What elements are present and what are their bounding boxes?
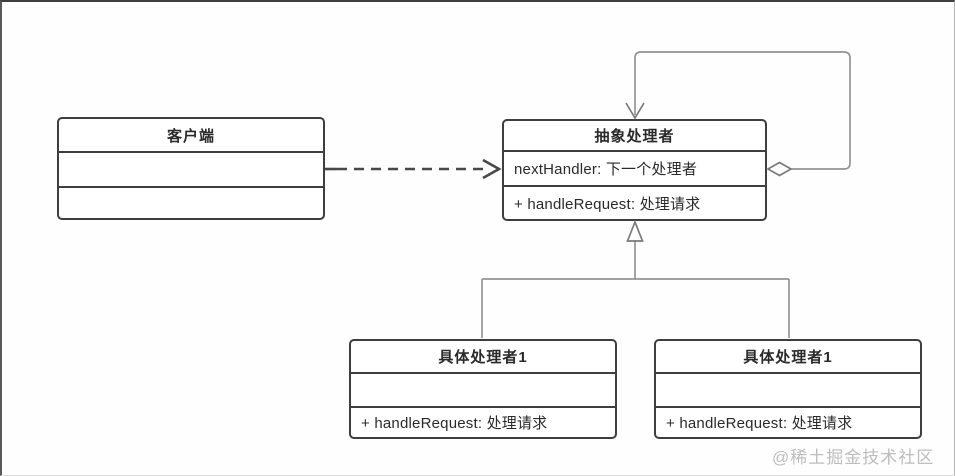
class-attributes-concrete-1-empty xyxy=(351,374,615,408)
class-title-concrete-handler-2: 具体处理者1 xyxy=(656,341,920,374)
open-arrowhead-down-icon xyxy=(625,102,645,120)
open-arrowhead-right-icon xyxy=(482,158,502,180)
dependency-arrow xyxy=(325,158,502,180)
class-box-client: 客户端 xyxy=(57,117,325,220)
class-attributes-client-empty xyxy=(59,153,323,188)
class-method-handle-request-1: + handleRequest: 处理请求 xyxy=(361,415,548,432)
class-box-abstract-handler: 抽象处理者 nextHandler: 下一个处理者 + handleReques… xyxy=(502,119,767,221)
class-method-handle-request-2: + handleRequest: 处理请求 xyxy=(666,415,853,432)
inheritance-connector xyxy=(481,219,790,338)
class-methods-client-empty xyxy=(59,188,323,218)
aggregation-diamond-icon xyxy=(766,161,793,177)
class-title-concrete-handler-1: 具体处理者1 xyxy=(351,341,615,374)
class-attribute-next-handler: nextHandler: 下一个处理者 xyxy=(504,152,765,187)
watermark-text: @稀土掘金技术社区 xyxy=(772,448,935,467)
class-title-client: 客户端 xyxy=(59,119,323,153)
class-title-abstract-handler: 抽象处理者 xyxy=(504,121,765,152)
class-box-concrete-handler-1: 具体处理者1 + handleRequest: 处理请求 xyxy=(349,339,617,439)
class-box-concrete-handler-2: 具体处理者1 + handleRequest: 处理请求 xyxy=(654,339,922,439)
inheritance-triangle-icon xyxy=(626,219,644,242)
class-method-handle-request: + handleRequest: 处理请求 xyxy=(514,195,701,213)
class-attributes-concrete-2-empty xyxy=(656,374,920,408)
